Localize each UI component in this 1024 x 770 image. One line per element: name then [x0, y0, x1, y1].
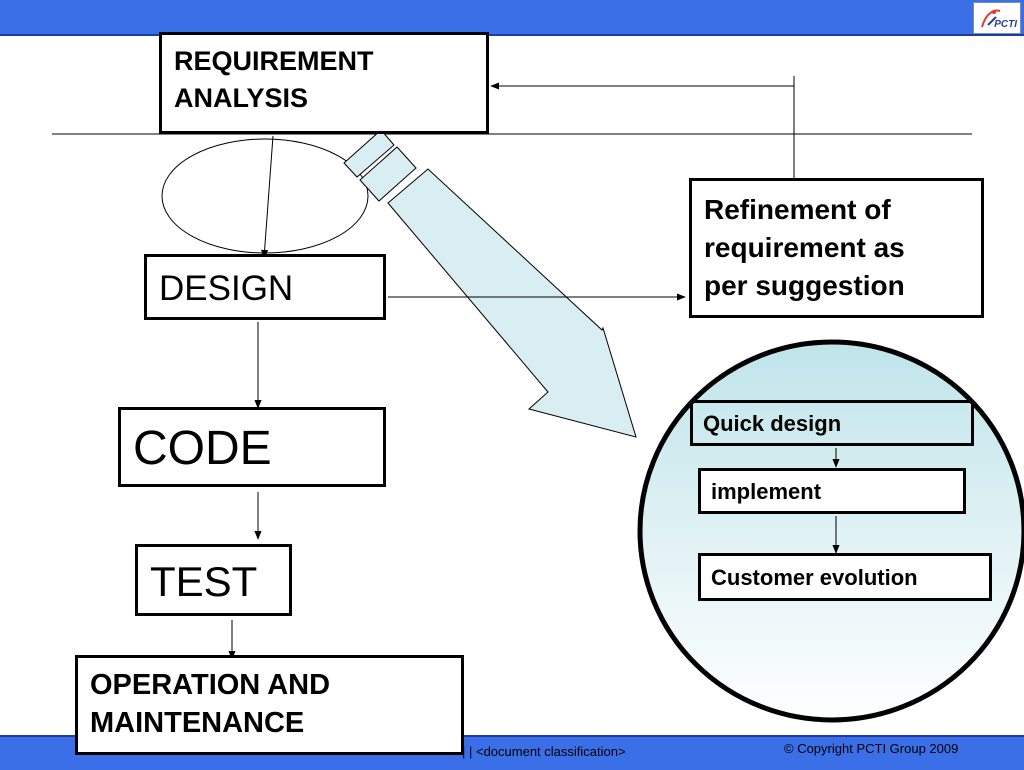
- test-box: TEST: [135, 544, 292, 616]
- design-label: DESIGN: [159, 269, 294, 308]
- big-arrow: [343, 129, 637, 438]
- requirement-analysis-line2: ANALYSIS: [174, 83, 309, 113]
- logo-mark-icon: [981, 9, 1001, 28]
- quick-design-label: Quick design: [703, 411, 842, 436]
- header-bar: [0, 0, 1024, 36]
- copyright-text: © Copyright PCTI Group 2009: [784, 741, 959, 756]
- refinement-line1: Refinement of: [704, 194, 891, 225]
- operation-line1: OPERATION AND: [90, 669, 331, 701]
- refinement-line3: per suggestion: [704, 270, 905, 301]
- refinement-line2: requirement as: [704, 232, 905, 263]
- logo-text: PCTI: [994, 19, 1017, 30]
- requirement-analysis-box: REQUIREMENT ANALYSIS: [159, 32, 489, 134]
- pcti-logo: PCTI: [973, 2, 1021, 34]
- refinement-box: Refinement of requirement as per suggest…: [689, 178, 984, 318]
- operation-line2: MAINTENANCE: [90, 707, 305, 739]
- code-box: CODE: [118, 407, 386, 487]
- operation-maintenance-box: OPERATION AND MAINTENANCE: [75, 655, 464, 755]
- implement-box: implement: [698, 468, 966, 514]
- loop-ellipse: [161, 138, 369, 254]
- customer-evolution-box: Customer evolution: [698, 553, 992, 601]
- code-label: CODE: [133, 422, 272, 475]
- design-box: DESIGN: [144, 254, 386, 320]
- requirement-analysis-line1: REQUIREMENT: [174, 46, 374, 76]
- test-label: TEST: [150, 558, 258, 605]
- prototype-circle: [637, 339, 1024, 723]
- document-classification: | | <document classification>: [462, 744, 626, 759]
- quick-design-box: Quick design: [690, 400, 974, 446]
- customer-evolution-label: Customer evolution: [711, 565, 918, 590]
- arrow-req-to-design: [261, 135, 274, 259]
- implement-label: implement: [711, 479, 822, 504]
